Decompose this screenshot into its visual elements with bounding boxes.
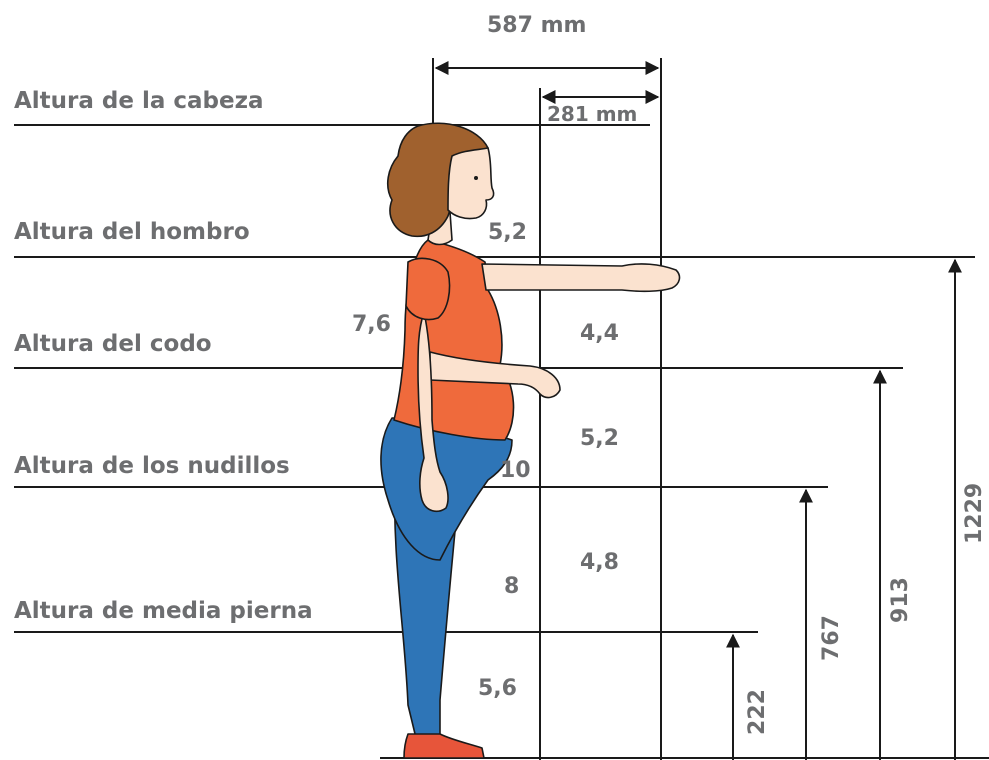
elbow-height-value: 913	[888, 577, 913, 623]
total-width-label: 587 mm	[487, 13, 587, 38]
reach-width-label: 281 mm	[547, 102, 638, 126]
midleg-level-label: Altura de media pierna	[14, 598, 313, 624]
lower-leg-value: 5,6	[478, 676, 517, 701]
face	[447, 147, 495, 220]
shoulder-elbow-value: 4,4	[580, 321, 619, 346]
eye-icon	[474, 176, 478, 180]
shoe-icon	[403, 733, 485, 759]
thigh-value: 8	[504, 574, 520, 599]
belly-value: 10	[500, 458, 531, 483]
shoulder-level-label: Altura del hombro	[14, 219, 250, 245]
knuckles-midleg-value: 4,8	[580, 550, 619, 575]
hanging-arm	[417, 311, 449, 513]
extended-arm	[481, 263, 681, 293]
pregnant-woman-figure	[380, 122, 681, 759]
torso-width-value: 7,6	[352, 312, 391, 337]
knuckles-height-value: 767	[819, 615, 844, 661]
elbow-level-label: Altura del codo	[14, 331, 212, 357]
knuckles-level-label: Altura de los nudillos	[14, 453, 290, 479]
elbow-knuckles-value: 5,2	[580, 426, 619, 451]
bent-forearm	[429, 351, 561, 399]
head-level-label: Altura de la cabeza	[14, 88, 264, 114]
sleeve	[405, 257, 451, 321]
head-shoulder-value: 5,2	[488, 220, 527, 245]
midleg-height-value: 222	[745, 689, 770, 735]
shoulder-height-value: 1229	[962, 482, 987, 544]
